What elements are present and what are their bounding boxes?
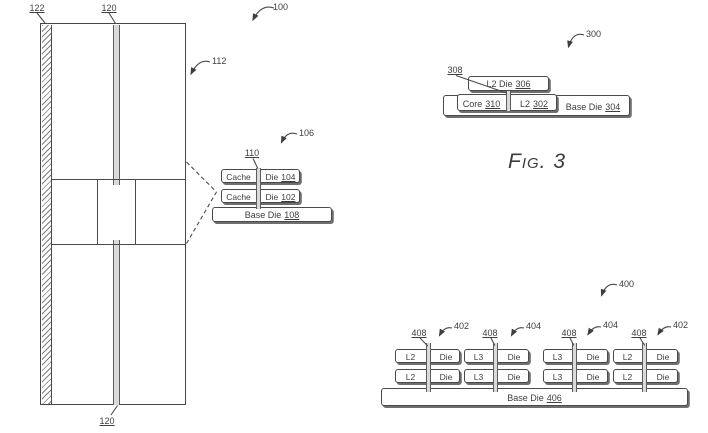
band-divider-right	[135, 179, 136, 244]
leader-120-bottom	[111, 406, 118, 416]
callout-400: 400	[619, 279, 634, 289]
callout-100: 100	[273, 2, 288, 12]
die-cell: Die	[432, 372, 460, 382]
l3-cell: L3	[464, 352, 493, 362]
l2-302-label: L2302	[511, 99, 557, 110]
l2-cell: L2	[613, 372, 642, 382]
die-cell: Die	[648, 352, 678, 362]
callout-arrow-100	[253, 7, 274, 20]
callout-402: 402	[673, 320, 688, 330]
die-cell: Die	[499, 372, 529, 382]
band-top-line	[51, 179, 186, 180]
callout-arrow-402-1	[440, 328, 453, 336]
callout-300: 300	[586, 29, 601, 39]
callout-408: 408	[560, 328, 578, 338]
callout-308: 308	[446, 65, 464, 75]
l2-cell: L2	[395, 372, 426, 382]
l2-cell: L2	[613, 352, 642, 362]
callout-arrow-404-2	[512, 328, 525, 336]
callout-408: 408	[630, 328, 648, 338]
callout-arrow-402-4	[658, 327, 671, 335]
l3-cell: L3	[543, 352, 572, 362]
leader-110	[253, 159, 258, 169]
callout-120-top: 120	[100, 3, 118, 13]
die-cell-104: Die104	[261, 172, 300, 182]
tsv-strip-408	[572, 343, 577, 392]
band-bottom-line	[51, 244, 186, 245]
l3-cell: L3	[464, 372, 493, 382]
tsv-strip-408	[493, 343, 498, 392]
die-cell: Die	[499, 352, 529, 362]
hatch-strip	[42, 25, 52, 404]
zoom-dash-upper	[187, 162, 217, 192]
l2-cell: L2	[395, 352, 426, 362]
leader-122	[37, 13, 45, 23]
core-310-label: Core310	[457, 99, 506, 110]
callout-arrow-300	[569, 34, 585, 47]
callout-404: 404	[603, 320, 618, 330]
callout-arrow-106	[282, 133, 298, 142]
callout-106: 106	[299, 128, 314, 138]
callout-arrow-400	[602, 284, 618, 295]
fig3-caption: Fig. 3	[508, 150, 566, 174]
callout-402: 402	[454, 321, 469, 331]
callout-408: 408	[481, 328, 499, 338]
callout-arrow-404-3	[588, 327, 601, 335]
base-die-108-label: Base Die108	[212, 210, 332, 221]
die-cell: Die	[648, 372, 678, 382]
l3-cell: L3	[543, 372, 572, 382]
callout-404: 404	[526, 321, 541, 331]
tsv-strip-408	[426, 343, 431, 392]
base-die-406-label: Base Die406	[381, 393, 688, 404]
die-cell: Die	[432, 352, 460, 362]
l2-die-306-label: L2 Die306	[468, 79, 549, 90]
callout-120-bottom: 120	[98, 416, 116, 426]
cache-cell-102: Cache	[221, 192, 256, 202]
band-divider-left	[97, 179, 98, 244]
tsv-channel-bottom	[113, 240, 120, 405]
callout-arrow-112	[191, 61, 210, 74]
base-die-304-label: Base Die304	[557, 102, 629, 113]
callout-122: 122	[28, 3, 46, 13]
die-cell-102: Die102	[261, 192, 300, 202]
die-cell: Die	[578, 352, 608, 362]
tsv-strip-308	[506, 91, 511, 111]
die-cell: Die	[578, 372, 608, 382]
callout-408: 408	[410, 328, 428, 338]
tsv-strip-408	[642, 343, 647, 392]
leader-120-top	[109, 13, 116, 24]
tsv-channel-top	[113, 25, 120, 185]
callout-112: 112	[212, 56, 226, 66]
cache-cell-104: Cache	[221, 172, 256, 182]
callout-110: 110	[243, 148, 261, 158]
